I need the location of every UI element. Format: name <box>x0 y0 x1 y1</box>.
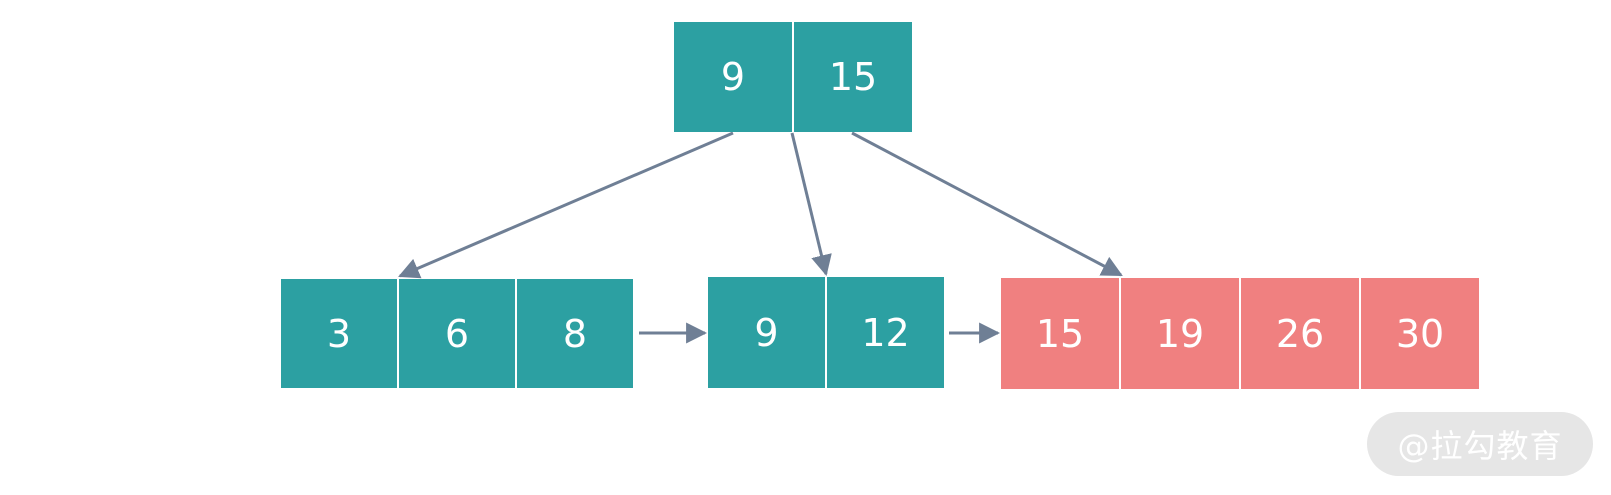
leaf-key: 15 <box>1001 278 1119 389</box>
leaf-node: 9 12 <box>708 277 944 388</box>
leaf-node: 3 6 8 <box>281 279 633 388</box>
leaf-key: 30 <box>1361 278 1479 389</box>
leaf-key: 8 <box>517 279 633 388</box>
leaf-key: 9 <box>708 277 825 388</box>
leaf-key: 19 <box>1121 278 1239 389</box>
highlighted-leaf-node: 15 19 26 30 <box>1001 278 1479 389</box>
edge-root-to-leaf-3 <box>851 131 1123 277</box>
watermark-logo: @拉勾教育 <box>1367 412 1593 476</box>
leaf-key: 3 <box>281 279 397 388</box>
root-key: 15 <box>794 22 912 132</box>
edge-root-to-leaf-1 <box>398 131 734 279</box>
root-node: 9 15 <box>674 22 912 132</box>
edge-root-to-leaf-2 <box>790 132 832 277</box>
leaf-key: 26 <box>1241 278 1359 389</box>
leaf-key: 12 <box>827 277 944 388</box>
root-key: 9 <box>674 22 792 132</box>
leaf-key: 6 <box>399 279 515 388</box>
